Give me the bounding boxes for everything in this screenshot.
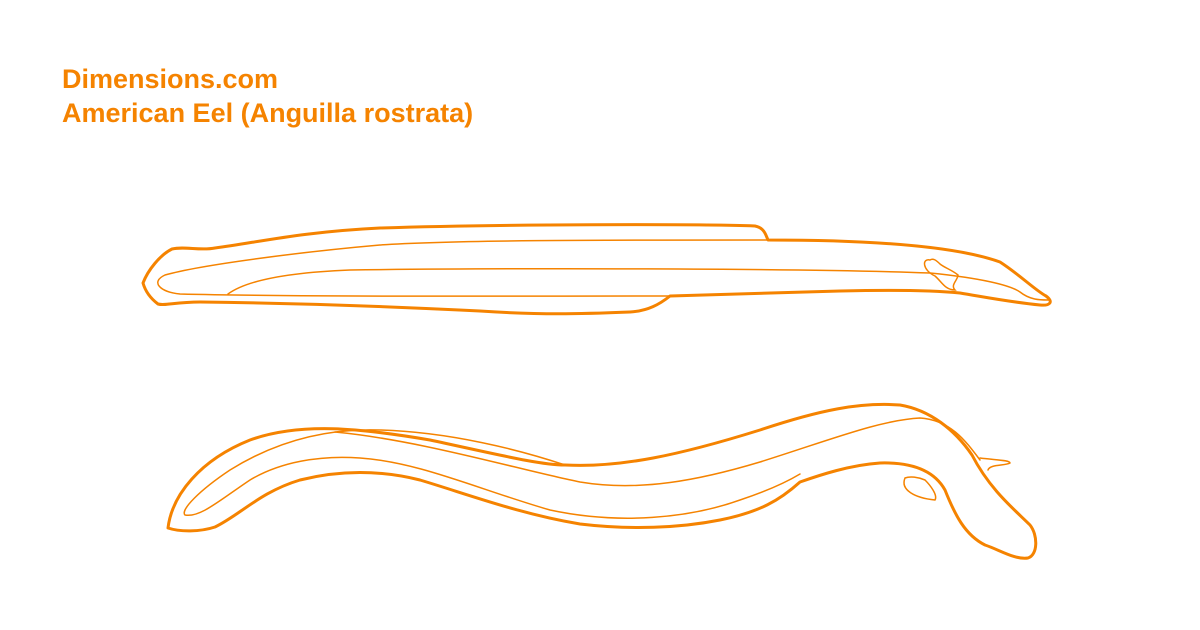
eel-swim-outline [166, 402, 1038, 560]
subject-title: American Eel (Anguilla rostrata) [62, 98, 474, 128]
eel-swim-gill-fin [979, 457, 1011, 471]
eel-swim-pectoral-fin [903, 476, 937, 501]
brand-title: Dimensions.com [62, 64, 279, 94]
eel-side-lateral-line [227, 268, 1049, 301]
eel-swim-lateral-line [334, 417, 981, 487]
eel-side-outline [141, 223, 1052, 316]
eel-side-dorsal-line [157, 239, 768, 297]
eel-side-pectoral-fin [923, 258, 959, 291]
eel-side-view [141, 223, 1052, 316]
title-block: Dimensions.com American Eel (Anguilla ro… [62, 62, 473, 130]
eel-swim-dorsal-fin [183, 429, 801, 519]
eel-swimming-view [166, 402, 1038, 560]
